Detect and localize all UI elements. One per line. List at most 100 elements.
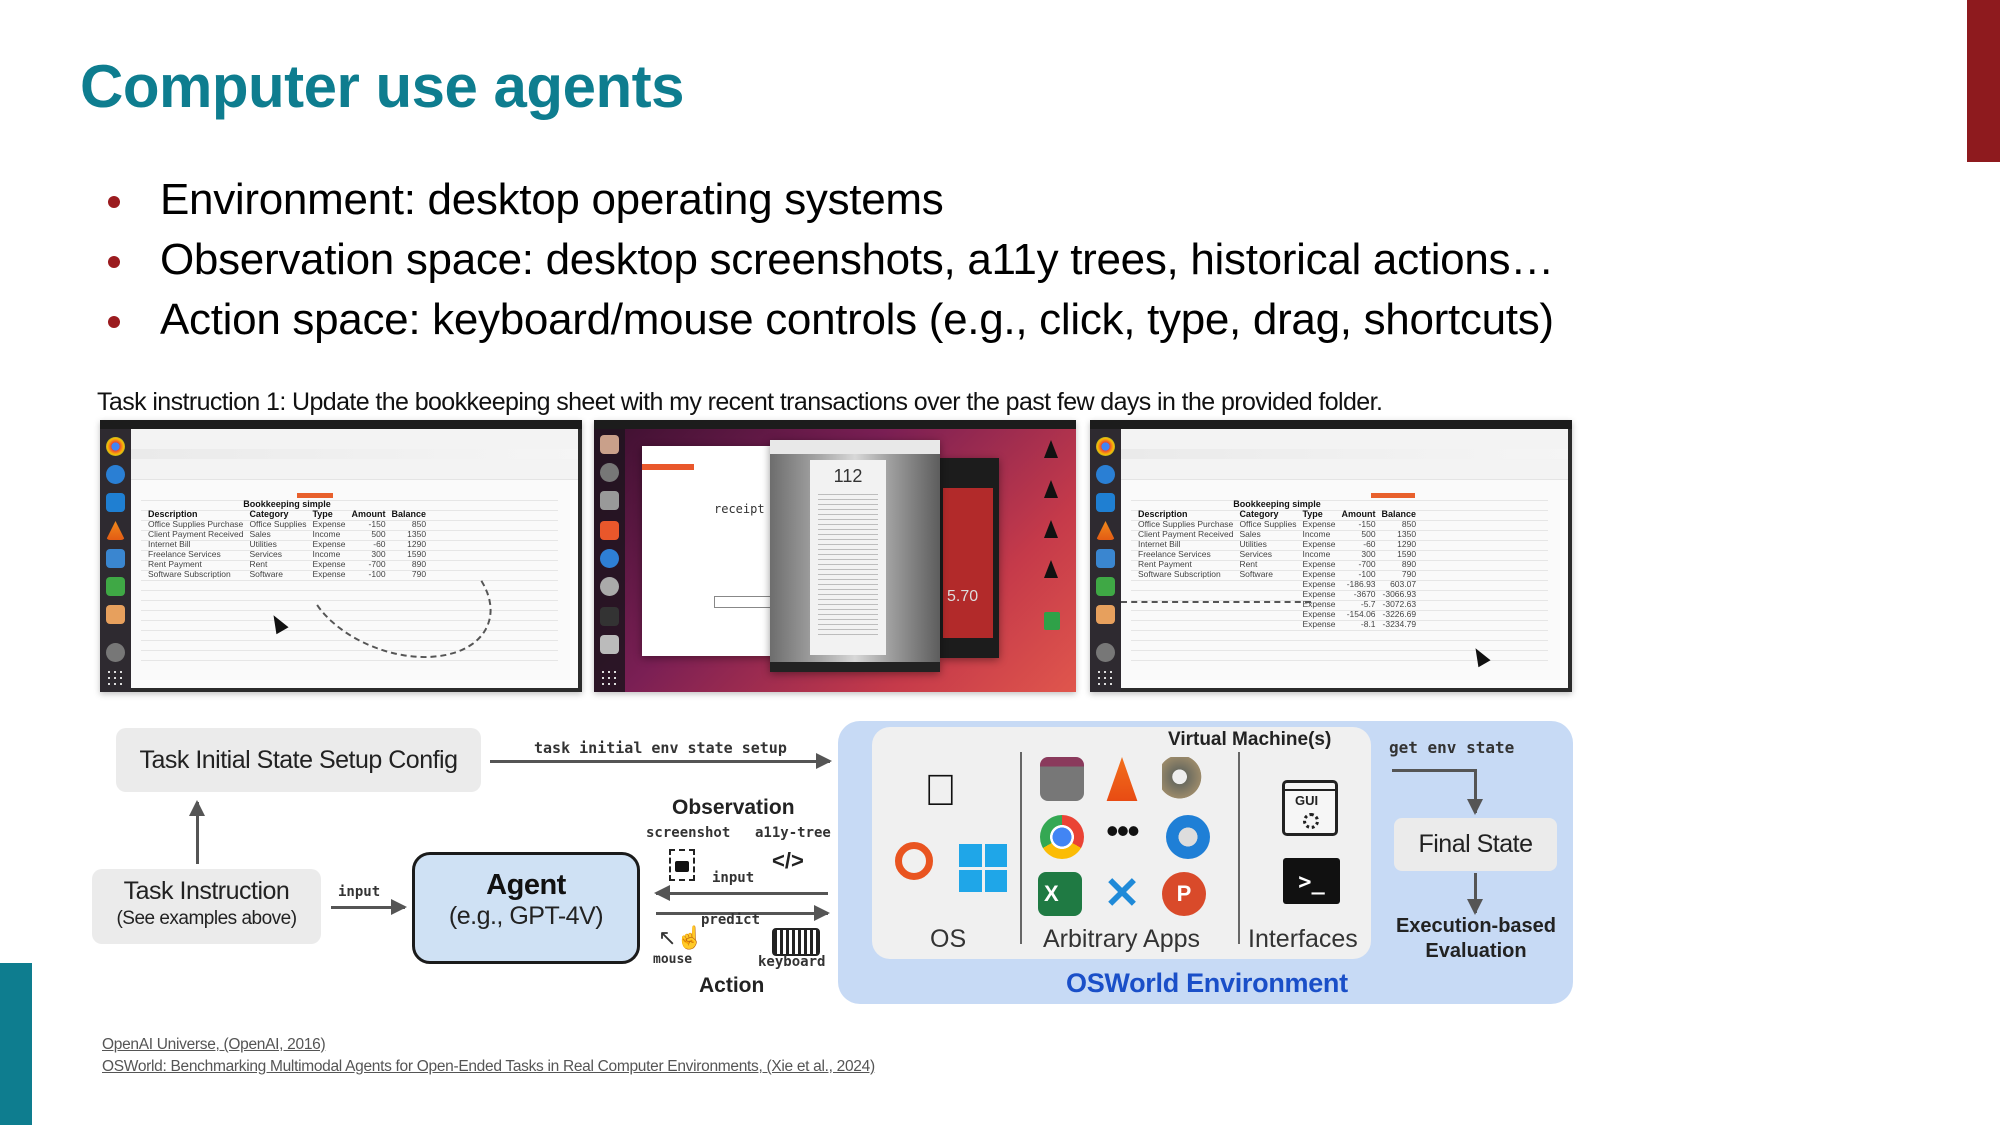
screenshot-icon	[669, 849, 695, 881]
bullet-list: Environment: desktop operating systems O…	[100, 170, 1554, 350]
agent-box: Agent (e.g., GPT-4V)	[412, 852, 640, 964]
setup-config-box: Task Initial State Setup Config	[116, 728, 481, 792]
mouse-trajectory	[1121, 601, 1311, 603]
gimp-icon	[1096, 643, 1115, 662]
vm-label: Virtual Machine(s)	[1168, 729, 1332, 750]
task-instruction-caption: Task instruction 1: Update the bookkeepi…	[97, 388, 1383, 416]
thunderbird-icon	[106, 465, 125, 484]
apps-label: Arbitrary Apps	[1043, 925, 1201, 953]
hand-cursor-icon	[1044, 440, 1058, 458]
slide-title: Computer use agents	[80, 53, 684, 120]
setup-arrow-label: task initial env state setup	[534, 739, 787, 757]
keyboard-icon	[772, 928, 820, 956]
spreadsheet-file-icon	[1044, 612, 1060, 630]
instruction-to-config-arrow	[189, 800, 205, 864]
setup-arrow	[490, 753, 832, 769]
screenshot-spreadsheet-after: Bookkeeping simple Description Category …	[1090, 420, 1572, 692]
osworld-environment-title: OSWorld Environment	[1066, 968, 1348, 998]
reference-link-openai-universe[interactable]: OpenAI Universe, (OpenAI, 2016)	[102, 1036, 326, 1053]
impress-icon	[1096, 605, 1115, 624]
chrome-icon	[1096, 437, 1115, 456]
windows-icon	[959, 844, 1007, 892]
writer-icon	[1096, 549, 1115, 568]
camera-icon	[675, 861, 689, 872]
bullet-item: Observation space: desktop screenshots, …	[100, 230, 1554, 290]
ubuntu-dock	[1090, 429, 1121, 692]
ubuntu-top-bar	[100, 420, 582, 429]
table-row: Expense-8.1-3234.79	[1302, 619, 1417, 629]
os-label: OS	[930, 925, 967, 953]
get-env-state-label: get env state	[1389, 738, 1515, 757]
divider	[1020, 752, 1022, 944]
app-store-icon	[600, 521, 619, 540]
libreoffice-calc-window: Bookkeeping simple Description Category …	[131, 429, 578, 688]
thunderbird-icon	[1166, 815, 1210, 859]
vscode-icon	[106, 493, 125, 512]
final-state-box: Final State	[1394, 818, 1557, 871]
action-arrow	[656, 905, 830, 921]
help-icon	[600, 549, 619, 568]
hand-cursor-icon	[1044, 560, 1058, 578]
excel-icon: X	[1038, 872, 1082, 916]
apple-icon: 	[924, 766, 957, 816]
divider	[1238, 752, 1240, 944]
terminal-icon	[600, 607, 619, 626]
hand-cursor-icon	[1044, 480, 1058, 498]
observation-arrow	[654, 885, 828, 901]
screenshot-spreadsheet-before: Bookkeeping simple Description Category …	[100, 420, 582, 692]
receipt-photo: 112	[810, 460, 886, 655]
screenshot-receipt-viewer: receipt 5.70 112	[594, 420, 1076, 692]
evaluation-arrow	[1467, 873, 1483, 915]
bullet-item: Environment: desktop operating systems	[100, 170, 1554, 230]
writer-icon	[106, 549, 125, 568]
libreoffice-calc-window: Bookkeeping simple Description Category …	[1121, 429, 1568, 688]
apps-grid-icon	[600, 669, 619, 688]
execution-based-evaluation: Execution-based Evaluation	[1395, 915, 1557, 962]
gimp-icon	[1162, 757, 1206, 801]
get-state-arrow	[1467, 769, 1483, 815]
hand-cursor-icon	[1044, 520, 1058, 538]
calc-icon	[1096, 577, 1115, 596]
interfaces-label: Interfaces	[1248, 925, 1358, 953]
disk-icon	[600, 577, 619, 596]
bullet-item: Action space: keyboard/mouse controls (e…	[100, 290, 1554, 350]
table-row: Expense-5.7-3072.63	[1302, 599, 1417, 609]
vscode-icon	[1096, 493, 1115, 512]
reference-link-osworld[interactable]: OSWorld: Benchmarking Multimodal Agents …	[102, 1058, 875, 1075]
more-icon: •••	[1106, 810, 1140, 851]
apps-grid-icon	[106, 669, 125, 688]
gimp-icon	[600, 463, 619, 482]
spreadsheet-table: Bookkeeping simple Description Category …	[1135, 499, 1419, 629]
gui-icon: GUI	[1282, 780, 1338, 836]
code-tag-icon: </>	[772, 848, 804, 873]
desktop-icons	[1044, 440, 1066, 600]
bullet-dot-icon	[108, 256, 120, 268]
chrome-icon	[1040, 815, 1084, 859]
input-arrow	[331, 899, 407, 915]
vlc-icon	[106, 521, 125, 540]
spreadsheet-table: Bookkeeping simple Description Category …	[145, 499, 429, 579]
gimp-icon	[106, 643, 125, 662]
calc-icon	[106, 577, 125, 596]
table-row: Expense-154.06-3226.69	[1302, 609, 1417, 619]
impress-icon	[106, 605, 125, 624]
image-viewer-window: 112	[770, 440, 940, 672]
task-instruction-box: Task Instruction (See examples above)	[92, 869, 321, 944]
terminal-icon: >_	[1283, 858, 1340, 904]
thunderbird-icon	[1096, 465, 1115, 484]
ubuntu-dock	[594, 429, 625, 692]
table-row: Expense-3670-3066.93	[1302, 589, 1417, 599]
image-viewer-icon	[600, 635, 619, 654]
vlc-icon	[1096, 521, 1115, 540]
bullet-dot-icon	[108, 316, 120, 328]
